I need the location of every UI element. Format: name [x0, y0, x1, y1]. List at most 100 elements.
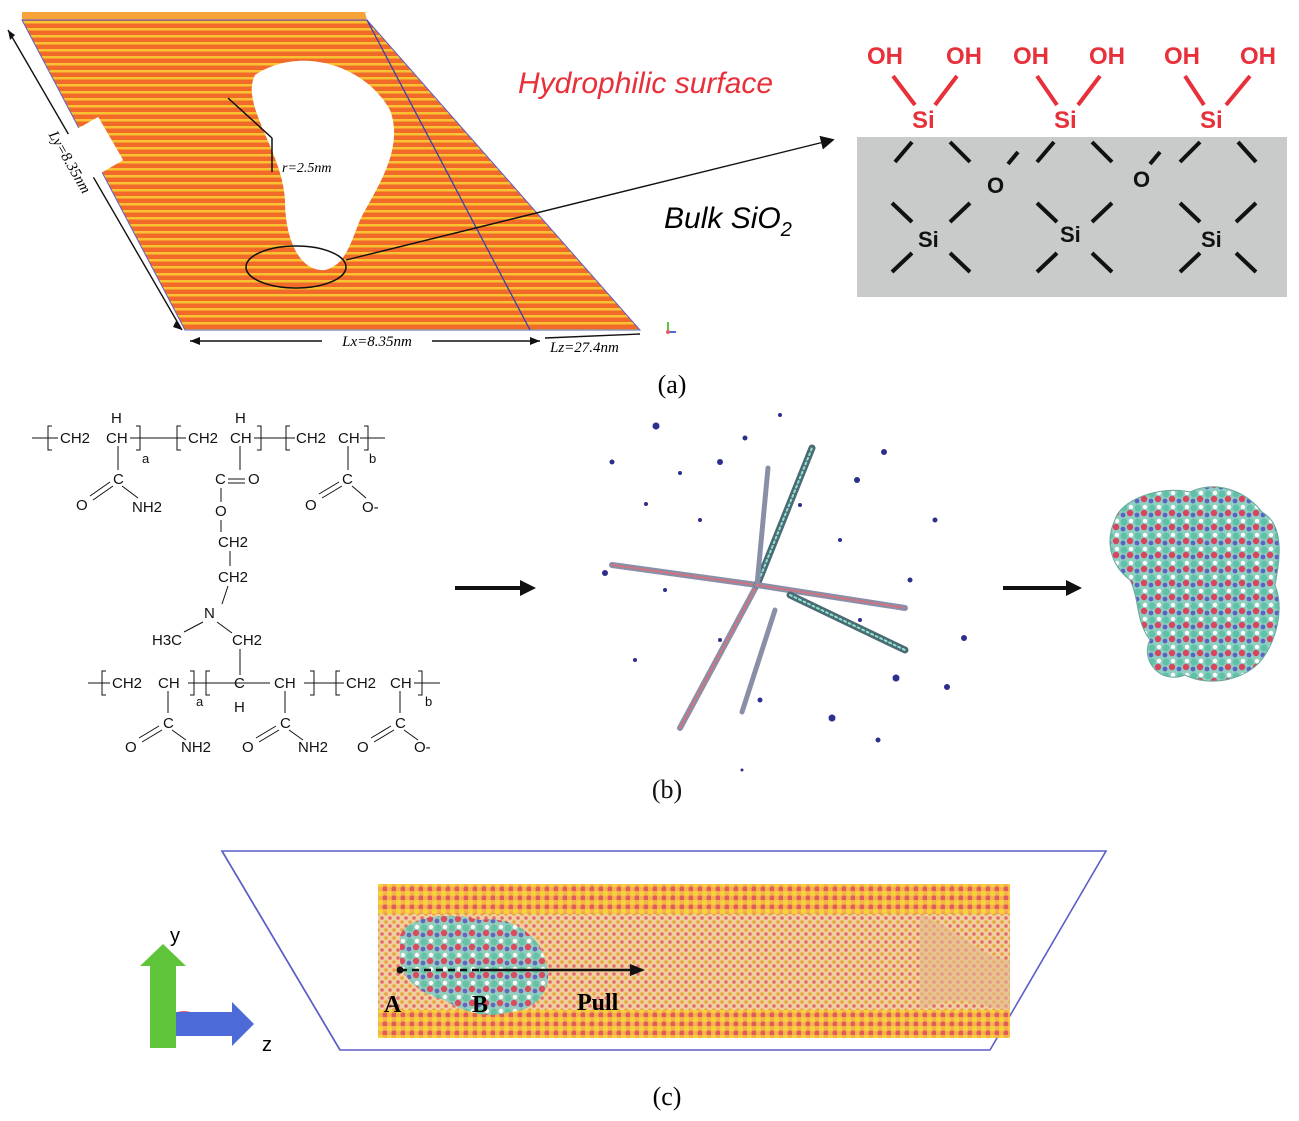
label-bg	[58, 430, 130, 446]
pore-wall-top	[378, 884, 1010, 914]
lz-dim-line	[544, 333, 641, 339]
counter-ions	[602, 413, 967, 772]
bond	[321, 485, 343, 499]
bracket-marks-bottom	[101, 670, 423, 696]
lx-arrow-left-icon	[190, 337, 200, 345]
panel-b: CH2 CH H a CH2 CH H CH2 CH b C O NH2 C O…	[32, 410, 1280, 804]
bond	[351, 485, 367, 499]
bulk-silica-box	[857, 137, 1287, 297]
si-bulk-label: Si	[1201, 227, 1222, 252]
radius-label: r=2.5nm	[282, 161, 332, 176]
si-surface-label: Si	[912, 107, 935, 134]
y-axis-arrow-icon	[140, 944, 186, 1048]
chem-ch2: CH2	[218, 534, 248, 551]
o-label: O	[1133, 167, 1150, 192]
chem-nh2: NH2	[181, 739, 211, 756]
bracket-marks-top	[47, 425, 369, 451]
chem-h: H	[235, 410, 246, 427]
oh-label: OH	[1240, 43, 1276, 70]
axis-z-label: z	[262, 1034, 272, 1056]
si-bulk-label: Si	[1060, 222, 1081, 247]
panel-a: r=2.5nm Ly=8.35nm Lx=8.35nm Lz=27.4nm Hy…	[7, 12, 1287, 399]
pore-wall-bottom	[378, 1010, 1010, 1038]
pull-label: Pull	[577, 990, 619, 1016]
o-label: O	[987, 173, 1004, 198]
bulk-atoms: O O Si Si Si	[918, 167, 1222, 252]
chem-ch: CH	[338, 430, 360, 447]
point-a-label: A	[384, 992, 402, 1018]
oh-label: OH	[1089, 43, 1125, 70]
chem-ch: CH	[230, 430, 252, 447]
collapsed-globule	[1109, 486, 1280, 682]
bond	[373, 729, 395, 743]
chem-ch: CH	[158, 675, 180, 692]
bond	[221, 585, 229, 605]
chem-nh2: NH2	[132, 499, 162, 516]
chem-o-neg: O-	[414, 739, 431, 756]
bond	[255, 725, 277, 739]
chem-o-neg: O-	[362, 499, 379, 516]
bond	[288, 729, 304, 741]
slab-top-edge	[22, 12, 367, 20]
chem-c: C	[215, 471, 226, 488]
bond	[141, 729, 163, 743]
chem-o: O	[248, 471, 260, 488]
chem-c: C	[113, 471, 124, 488]
point-b-label: B	[472, 992, 488, 1018]
radius-line-1	[227, 97, 273, 139]
bond	[89, 481, 111, 497]
slab-inner-edge	[366, 19, 531, 331]
bond	[216, 621, 233, 634]
chem-o: O	[76, 497, 88, 514]
point-a-marker	[396, 966, 404, 974]
chem-sub-a: a	[196, 694, 204, 709]
bond	[138, 725, 160, 739]
chem-h3c: H3C	[152, 632, 182, 649]
ly-arrow-top-icon	[8, 30, 15, 40]
chem-ch2: CH2	[232, 632, 262, 649]
axes-triad: y z	[140, 925, 272, 1056]
chem-ch: CH	[274, 675, 296, 692]
z-axis-arrow-icon	[158, 1002, 254, 1046]
surface-structure: OH OH OH OH OH OH Si Si Si	[867, 43, 1276, 134]
axis-y-label: y	[170, 925, 180, 947]
chem-h: H	[234, 699, 245, 716]
panel-c: A B Pull y z (c)	[140, 850, 1108, 1111]
bond	[318, 481, 340, 495]
bond	[121, 485, 139, 499]
oh-label: OH	[1164, 43, 1200, 70]
ly-arrow-bottom-icon	[173, 321, 182, 330]
chem-sub-a: a	[142, 451, 150, 466]
ly-dim-line	[7, 29, 183, 331]
chem-ch: CH	[106, 430, 128, 447]
bond	[183, 621, 204, 633]
chem-c: C	[234, 675, 245, 692]
zoom-arrow	[345, 135, 835, 261]
si-surface-label: Si	[1054, 107, 1077, 134]
oh-label: OH	[946, 43, 982, 70]
si-surface-label: Si	[1200, 107, 1223, 134]
chem-o: O	[305, 497, 317, 514]
label-bg	[344, 675, 414, 691]
ly-label-bg	[15, 116, 124, 208]
chem-ch2: CH2	[296, 430, 326, 447]
polymer-globule	[399, 915, 549, 1015]
chem-sub-b: b	[425, 694, 432, 709]
lx-label: Lx=8.35nm	[341, 334, 412, 350]
chem-o: O	[357, 739, 369, 756]
mini-axes-icon	[666, 322, 676, 334]
chem-o: O	[215, 503, 227, 520]
chem-o: O	[125, 739, 137, 756]
bond	[370, 725, 392, 739]
bulk-label: Bulk SiO2	[664, 202, 792, 241]
arrow-1-icon	[455, 580, 536, 596]
chem-c: C	[342, 471, 353, 488]
box-edge	[221, 850, 341, 1051]
chem-c: C	[395, 715, 406, 732]
panel-b-label: (b)	[652, 775, 682, 804]
bond	[258, 729, 280, 743]
chem-ch: CH	[390, 675, 412, 692]
bond	[171, 729, 187, 741]
chem-c: C	[163, 715, 174, 732]
